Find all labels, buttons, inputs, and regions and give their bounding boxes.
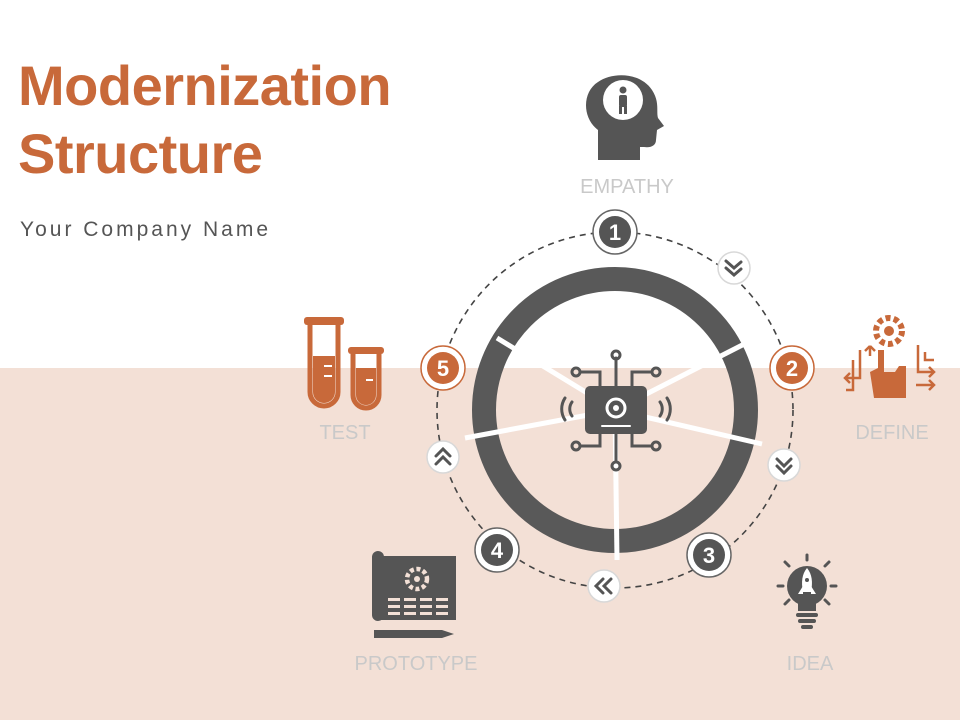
step-4-number: 4: [491, 538, 504, 563]
step-4-node: 4: [474, 527, 520, 573]
head-person-icon: [586, 75, 664, 160]
test-tubes-icon: [304, 317, 384, 411]
step-2-label: DEFINE: [855, 422, 928, 444]
double-chevron-down-icon: [767, 448, 801, 482]
step-3-label: IDEA: [787, 653, 834, 675]
lightbulb-rocket-icon: [776, 553, 838, 629]
double-chevron-down-icon: [717, 251, 751, 285]
step-2-number: 2: [786, 356, 798, 381]
company-name-subtitle: Your Company Name: [20, 218, 271, 241]
step-5-node: 5: [420, 345, 466, 391]
step-1-number: 1: [609, 220, 621, 245]
title-line-1: Modernization: [18, 54, 392, 117]
title-line-2: Structure: [18, 122, 263, 185]
step-1-node: 1: [592, 209, 638, 255]
segmented-inner-ring: [464, 267, 763, 561]
step-5-number: 5: [437, 356, 449, 381]
gear-hand-arrows-icon: [843, 315, 936, 398]
step-1-label: EMPATHY: [580, 176, 674, 198]
step-5-label: TEST: [319, 422, 370, 444]
step-2-node: 2: [769, 345, 815, 391]
page-title: Modernization Structure: [18, 52, 392, 188]
step-4-label: PROTOTYPE: [355, 653, 478, 675]
blueprint-pencil-icon: [372, 551, 456, 638]
circuit-chip-gear-icon: [560, 349, 672, 472]
step-3-node: 3: [686, 532, 732, 578]
step-3-number: 3: [703, 543, 715, 568]
double-chevron-up-icon: [426, 440, 460, 474]
double-chevron-left-icon: [587, 569, 621, 603]
